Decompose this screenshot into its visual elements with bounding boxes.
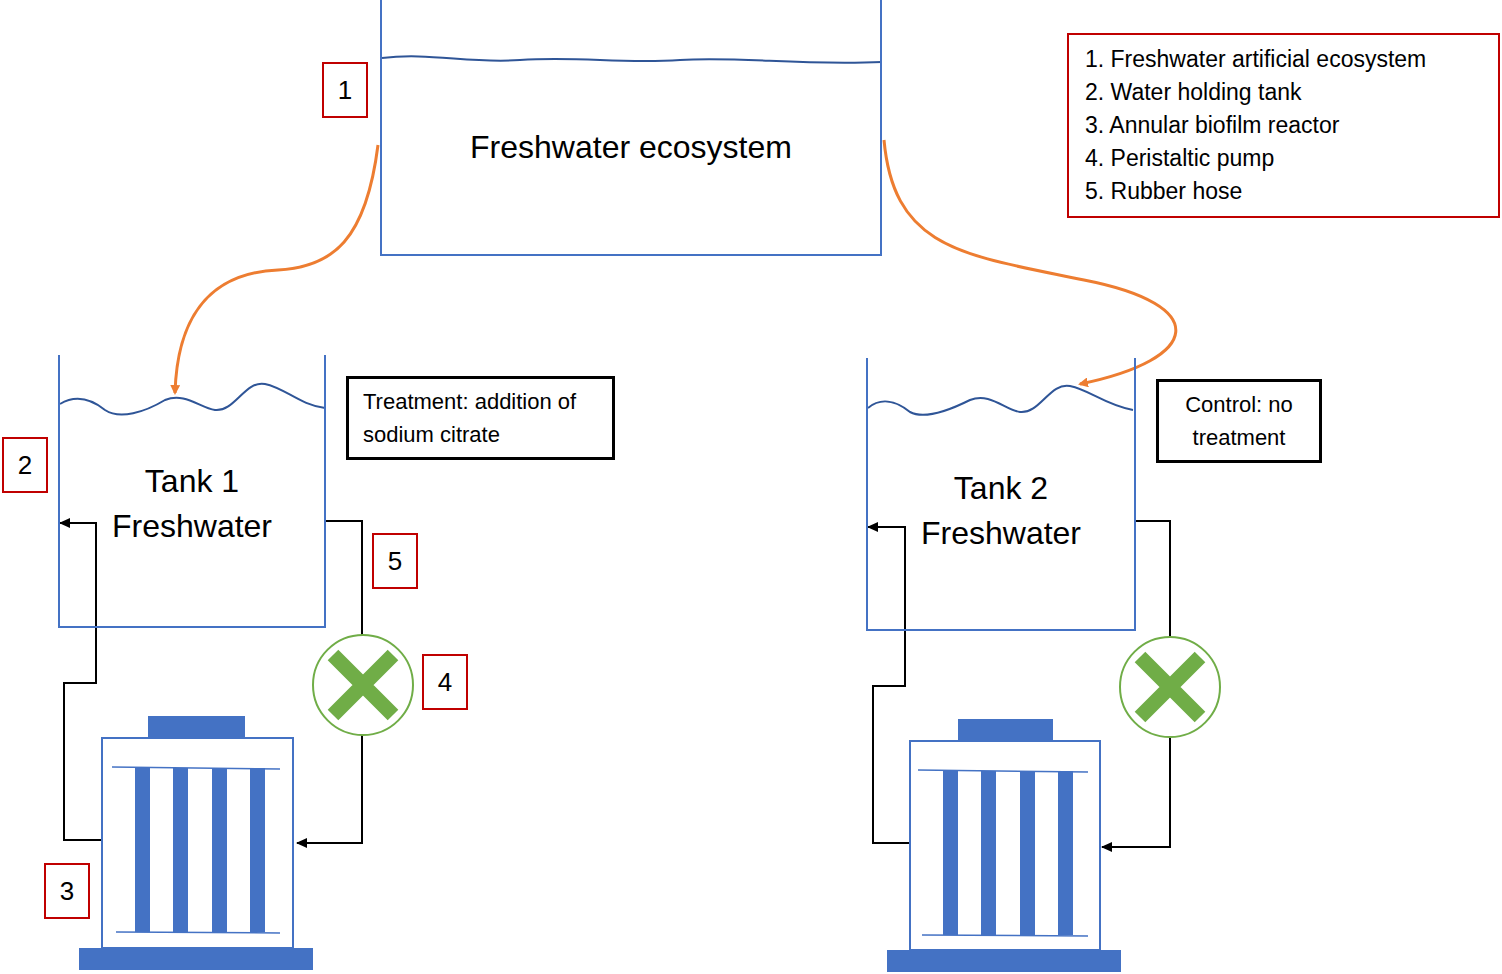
- node-text: Treatment: addition of sodium citrate: [363, 385, 585, 451]
- water-surface: [868, 386, 1133, 415]
- water-surface: [382, 56, 882, 63]
- control-note: Control: no treatment: [1156, 379, 1322, 463]
- biofilm-reactor: [887, 719, 1121, 972]
- legend-item: 4. Peristaltic pump: [1085, 142, 1484, 175]
- node-text: Freshwater ecosystem: [470, 125, 792, 170]
- callout-number: 1: [322, 62, 368, 118]
- callout-number: 4: [422, 654, 468, 710]
- text-holder: Tank 2 Freshwater: [868, 466, 1134, 556]
- rubber-hose: [60, 523, 102, 840]
- node-text: Tank 2 Freshwater: [901, 466, 1101, 556]
- legend-item: 1. Freshwater artificial ecosystem: [1085, 43, 1484, 76]
- water-surface: [60, 384, 325, 415]
- node-text: Tank 1 Freshwater: [92, 459, 292, 549]
- text-holder: Tank 1 Freshwater: [60, 459, 324, 549]
- ecosystem-tank: Freshwater ecosystem: [380, 0, 882, 256]
- biofilm-reactor: [79, 716, 313, 970]
- peristaltic-pump: [313, 635, 413, 735]
- rubber-hose: [868, 527, 910, 843]
- callout-number: 3: [44, 863, 90, 919]
- callout-number: 2: [2, 437, 48, 493]
- legend-item: 2. Water holding tank: [1085, 76, 1484, 109]
- treatment-note: Treatment: addition of sodium citrate: [346, 376, 615, 460]
- holding-tank: Tank 2 Freshwater: [866, 358, 1136, 631]
- callout-number: 5: [372, 533, 418, 589]
- node-text: Control: no treatment: [1173, 388, 1305, 454]
- holding-tank: Tank 1 Freshwater: [58, 355, 326, 628]
- peristaltic-pump: [1120, 637, 1220, 737]
- legend-item: 5. Rubber hose: [1085, 175, 1484, 208]
- text-holder: Freshwater ecosystem: [382, 125, 880, 170]
- water-transfer-arrow: [175, 145, 378, 393]
- legend-list-box: 1. Freshwater artificial ecosystem2. Wat…: [1067, 33, 1500, 218]
- legend-item: 3. Annular biofilm reactor: [1085, 109, 1484, 142]
